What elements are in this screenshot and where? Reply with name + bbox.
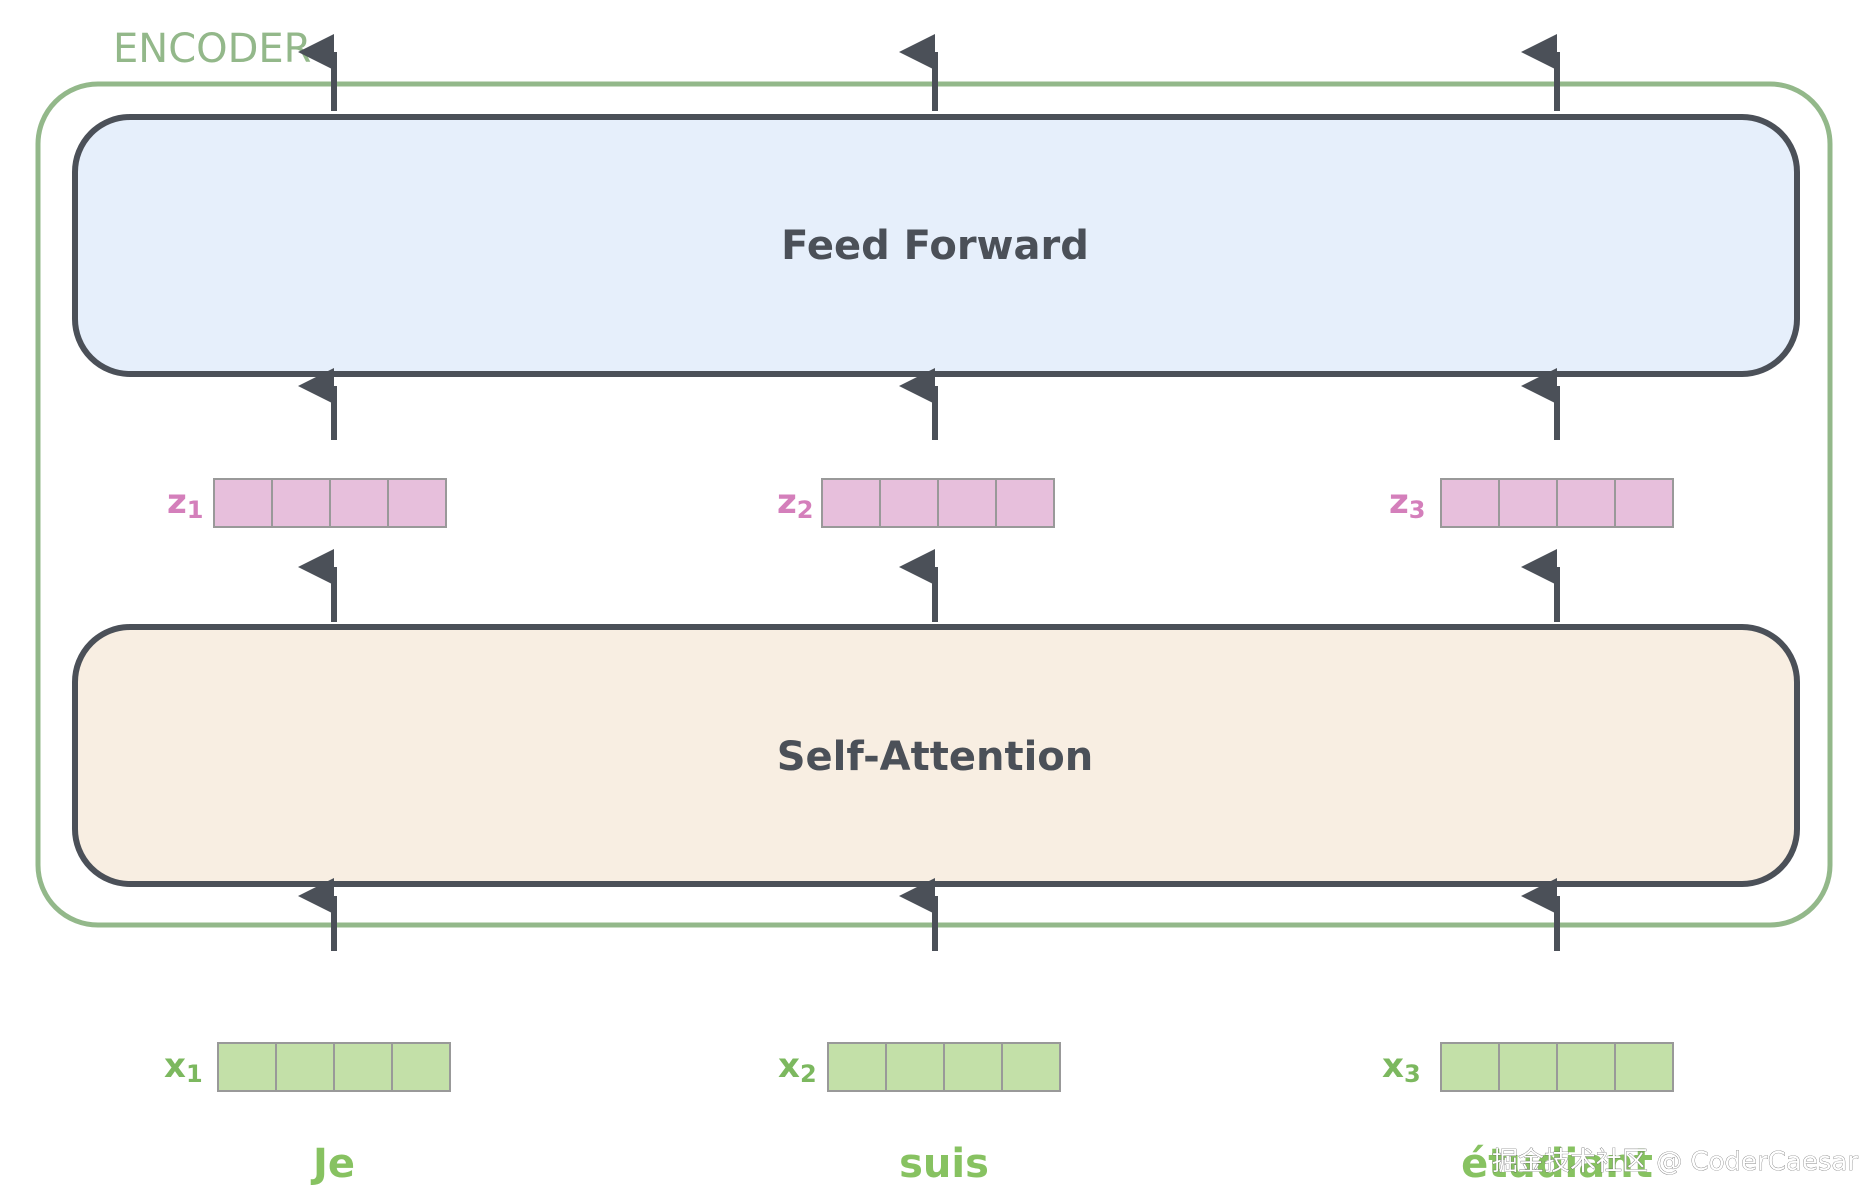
z-vector-3: z3: [1389, 478, 1674, 528]
word-3: étudiant: [1461, 1141, 1653, 1187]
feed-forward-block: [72, 114, 1800, 377]
z-to-ff-arrows: [298, 368, 1560, 440]
x1-label: x1: [164, 1046, 203, 1088]
watermark: 掘金技术社区 @ CoderCaesar: [1492, 1147, 1858, 1177]
feed-forward-label: Feed Forward: [781, 223, 1089, 269]
x-vector-2: x2: [778, 1042, 1061, 1092]
z1-label: z1: [167, 482, 204, 524]
word-2: suis: [899, 1141, 989, 1187]
x-vector-1: x1: [164, 1042, 451, 1092]
sa-to-z-arrows: [298, 549, 1560, 622]
input-arrows: [298, 878, 1560, 951]
z3-label: z3: [1389, 482, 1426, 524]
x3-label: x3: [1382, 1046, 1421, 1088]
z2-label: z2: [777, 482, 814, 524]
x-vector-3: x3: [1382, 1042, 1674, 1092]
self-attention-block: [72, 624, 1800, 887]
z-vector-2: z2: [777, 478, 1055, 528]
encoder-label: ENCODER: [113, 26, 311, 72]
z-vector-1: z1: [167, 478, 447, 528]
x2-label: x2: [778, 1046, 817, 1088]
word-1: Je: [310, 1141, 355, 1187]
self-attention-label: Self-Attention: [777, 734, 1094, 780]
output-arrows: [298, 34, 1560, 111]
